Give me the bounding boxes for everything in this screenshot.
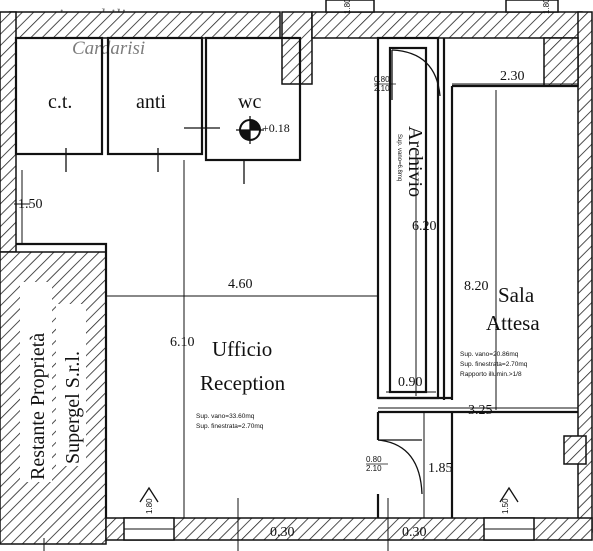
dim-820: 8.20 <box>464 279 489 294</box>
dim-230: 2.30 <box>500 69 525 84</box>
level-wc: +0.18 <box>262 121 290 135</box>
window-bottom1-label: 1.80 <box>145 498 154 514</box>
doors <box>65 49 441 495</box>
room-ufficio-line1: Ufficio <box>212 337 272 361</box>
dim-030b: 0.30 <box>402 525 427 540</box>
dim-460: 4.60 <box>228 277 253 292</box>
dim-030a: 0.30 <box>270 525 295 540</box>
door2-width: 0.80 <box>366 455 382 464</box>
sala-note1: Sup. vano=20.86mq <box>460 351 519 358</box>
dim-610: 6.10 <box>170 335 195 350</box>
window-top1-label: 1.80 <box>343 0 352 14</box>
dim-185: 1.85 <box>428 461 453 476</box>
floor-level-symbol <box>184 112 264 148</box>
walls <box>0 11 593 545</box>
bottom-windows: 1.80 1.50 <box>123 486 535 541</box>
room-sala-line2: Attesa <box>486 311 540 335</box>
sala-note2: Sup. finestrata=2.70mq <box>460 361 528 368</box>
door1-width: 0.80 <box>374 75 390 84</box>
dim-150: 1.50 <box>18 197 43 212</box>
archivio-note: Sup. vano=6.8mq <box>396 134 402 181</box>
sala-note3: Rapporto illumin.>1/8 <box>460 371 522 378</box>
room-anti: anti <box>136 91 166 113</box>
ufficio-note1: Sup. vano=33.60mq <box>196 413 255 420</box>
ufficio-note2: Sup. finestrata=2.70mq <box>196 423 264 430</box>
window-top2-label: 1.80 <box>542 0 551 14</box>
dim-090: 0.90 <box>398 375 423 390</box>
room-ct: c.t. <box>48 91 72 113</box>
room-wc: wc <box>238 91 261 113</box>
door1-height: 2.10 <box>374 84 390 93</box>
room-sala-line1: Sala <box>498 283 535 307</box>
dim-620: 6.20 <box>412 219 437 234</box>
window-bottom2-label: 1.50 <box>501 498 510 514</box>
neighbor-line1: Restante Proprietà <box>27 333 49 480</box>
dimension-lines <box>14 83 578 551</box>
top-windows: 1.80 1.80 <box>325 0 559 14</box>
door2-height: 2.10 <box>366 464 382 473</box>
room-archivio: Archivio <box>404 126 426 197</box>
room-ufficio-line2: Reception <box>200 371 286 395</box>
dim-325: 3.25 <box>468 403 493 418</box>
neighbor-line2: Supergel S.r.l. <box>62 351 84 464</box>
